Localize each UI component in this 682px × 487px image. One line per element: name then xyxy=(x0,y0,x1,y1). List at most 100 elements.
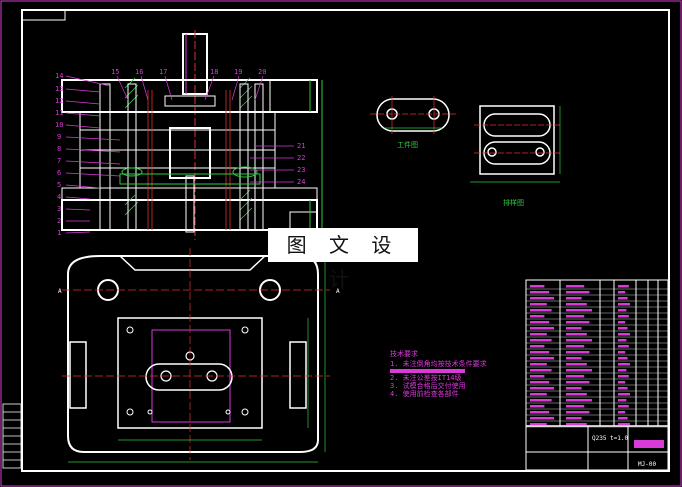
workpiece-view xyxy=(370,96,456,134)
plan-view xyxy=(67,255,319,453)
callout-17: 17 xyxy=(159,68,167,76)
parts-row-text xyxy=(618,363,630,366)
parts-list xyxy=(525,279,669,471)
parts-row-text xyxy=(530,291,550,294)
parts-row-text xyxy=(618,351,626,354)
parts-row-text xyxy=(530,387,554,390)
parts-rows xyxy=(526,285,668,428)
right-leaders xyxy=(250,145,294,183)
callout-13: 13 xyxy=(55,85,63,93)
parts-row-text xyxy=(618,303,630,306)
parts-row-text xyxy=(566,321,590,324)
parts-row-text xyxy=(566,315,585,318)
parts-row-text xyxy=(530,303,547,306)
parts-row-text xyxy=(618,291,626,294)
plan-dimensions xyxy=(68,256,326,463)
callout-15: 15 xyxy=(111,68,119,76)
callout-5: 5 xyxy=(57,181,61,189)
parts-row-text xyxy=(530,411,550,414)
parts-row-text xyxy=(530,369,552,372)
parts-row-text xyxy=(530,375,545,378)
parts-row-text xyxy=(618,309,627,312)
parts-row-text xyxy=(566,297,582,300)
parts-row-text xyxy=(530,321,550,324)
top-leaders xyxy=(116,75,264,101)
parts-row-text xyxy=(618,327,628,330)
parts-row-text xyxy=(566,285,585,288)
parts-row-text xyxy=(566,291,590,294)
plan-centerlines xyxy=(62,248,330,460)
parts-row-text xyxy=(618,339,627,342)
callout-21: 21 xyxy=(297,142,305,150)
parts-row-text xyxy=(530,381,550,384)
parts-row-text xyxy=(618,333,630,336)
callout-6: 6 xyxy=(57,169,61,177)
parts-row-text xyxy=(618,297,628,300)
parts-row-text xyxy=(530,297,554,300)
parts-row-text xyxy=(566,309,592,312)
callout-11: 11 xyxy=(55,109,63,117)
callout-8: 8 xyxy=(57,145,61,153)
parts-row-text xyxy=(618,387,628,390)
callout-24: 24 xyxy=(297,178,305,186)
parts-row-text xyxy=(618,423,630,426)
callout-16: 16 xyxy=(135,68,143,76)
tech-req-line-1: 1. 未注倒角均按技术条件要求 xyxy=(390,359,487,368)
parts-row-text xyxy=(566,393,587,396)
callouts-left: 14 13 12 11 10 9 8 7 6 5 4 3 2 1 xyxy=(55,72,63,237)
parts-row-text xyxy=(618,321,626,324)
parts-row-text xyxy=(618,357,628,360)
parts-row-text xyxy=(566,303,587,306)
parts-row-text xyxy=(566,423,587,426)
drawing-frame xyxy=(21,9,670,472)
callout-19: 19 xyxy=(234,68,242,76)
layout-view xyxy=(470,105,561,183)
parts-row-text xyxy=(566,357,582,360)
parts-row-text xyxy=(566,417,582,420)
callouts-right: 21 22 23 24 xyxy=(297,142,305,186)
left-leaders xyxy=(65,75,121,234)
parts-row-text xyxy=(566,327,582,330)
callout-23: 23 xyxy=(297,166,305,174)
corner-tab xyxy=(21,9,66,21)
parts-row-text xyxy=(618,345,629,348)
tech-requirements: 技术要求 1. 未注倒角均按技术条件要求 2. 未注公差按IT14级 3. 试模… xyxy=(390,349,487,398)
parts-row-text xyxy=(530,339,552,342)
parts-row-text xyxy=(530,333,547,336)
parts-row-text xyxy=(566,399,592,402)
parts-row-text xyxy=(566,339,592,342)
parts-row-text xyxy=(618,285,629,288)
callout-10: 10 xyxy=(55,121,63,129)
parts-row-text xyxy=(618,411,626,414)
parts-row-text xyxy=(566,351,590,354)
parts-row-text xyxy=(530,417,554,420)
parts-row-text xyxy=(530,357,554,360)
callout-22: 22 xyxy=(297,154,305,162)
parts-row-text xyxy=(530,345,545,348)
parts-row-text xyxy=(618,393,630,396)
parts-row-text xyxy=(530,285,545,288)
callout-18: 18 xyxy=(210,68,218,76)
callout-12: 12 xyxy=(55,97,63,105)
watermark: 图 文 设 计 xyxy=(268,228,418,291)
parts-row-text xyxy=(618,381,626,384)
section-mark-left: A xyxy=(58,288,62,295)
parts-row-text xyxy=(566,405,585,408)
tech-req-title: 技术要求 xyxy=(390,349,418,358)
parts-row-text xyxy=(530,309,552,312)
callout-14: 14 xyxy=(55,72,63,80)
callout-7: 7 xyxy=(57,157,61,165)
parts-row-text xyxy=(566,375,585,378)
parts-row-text xyxy=(618,315,629,318)
callout-4: 4 xyxy=(57,193,61,201)
parts-row-text xyxy=(618,399,627,402)
parts-row-text xyxy=(566,381,590,384)
parts-row-text xyxy=(566,363,587,366)
section-view xyxy=(61,30,323,240)
parts-row-text xyxy=(618,375,629,378)
parts-row-text xyxy=(618,369,627,372)
callouts-top: 15 16 17 18 19 20 xyxy=(111,68,266,76)
parts-row-text xyxy=(530,393,547,396)
